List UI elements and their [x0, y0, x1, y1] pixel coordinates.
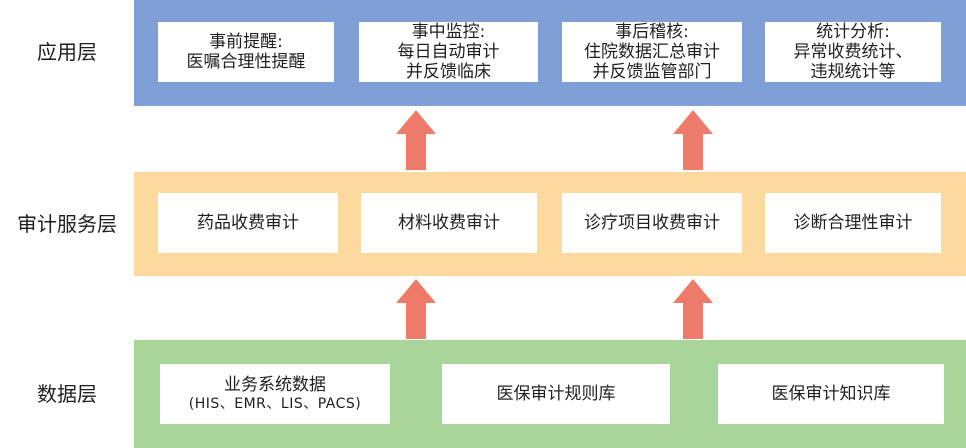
audit-box-label: 材料收费审计: [398, 213, 500, 233]
data-box-knowledge-library: 医保审计知识库: [718, 364, 944, 424]
app-box-title: 事中监控:: [411, 22, 486, 42]
app-box-text: 医嘱合理性提醒: [186, 52, 306, 72]
app-box-title: 统计分析:: [816, 22, 890, 42]
app-box-text: 异常收费统计、: [793, 42, 913, 62]
app-box-title: 事前提醒:: [209, 32, 283, 52]
app-box-pre-reminder: 事前提醒: 医嘱合理性提醒: [158, 22, 334, 82]
audit-box-label: 药品收费审计: [197, 213, 299, 233]
app-box-text: 并反馈监管部门: [592, 62, 712, 82]
audit-box-drug-charge: 药品收费审计: [158, 193, 338, 253]
app-box-title: 事后稽核:: [615, 22, 689, 42]
data-box-rule-library: 医保审计规则库: [442, 364, 670, 424]
audit-box-material-charge: 材料收费审计: [361, 193, 537, 253]
data-layer-label: 数据层: [37, 382, 97, 406]
data-box-subtitle: (HIS、EMR、LIS、PACS): [188, 396, 362, 412]
app-box-in-process-monitor: 事中监控: 每日自动审计 并反馈临床: [359, 22, 538, 82]
audit-box-treatment-charge: 诊疗项目收费审计: [562, 193, 742, 253]
up-arrow-icon: [673, 110, 713, 170]
data-box-title: 医保审计知识库: [771, 384, 891, 404]
audit-box-label: 诊断合理性审计: [793, 213, 913, 233]
app-layer-label: 应用层: [37, 40, 97, 64]
up-arrow-icon: [673, 279, 713, 339]
up-arrow-icon: [396, 110, 436, 170]
audit-box-label: 诊疗项目收费审计: [584, 213, 720, 233]
app-box-text: 并反馈临床: [406, 62, 491, 82]
data-box-title: 业务系统数据: [224, 375, 326, 395]
data-box-business-systems: 业务系统数据 (HIS、EMR、LIS、PACS): [160, 364, 390, 424]
app-box-statistics: 统计分析: 异常收费统计、 违规统计等: [765, 22, 941, 82]
app-box-text: 住院数据汇总审计: [584, 42, 720, 62]
app-box-text: 每日自动审计: [397, 42, 500, 62]
audit-layer-label: 审计服务层: [17, 212, 117, 236]
up-arrow-icon: [396, 279, 436, 339]
app-box-post-audit: 事后稽核: 住院数据汇总审计 并反馈监管部门: [562, 22, 742, 82]
audit-box-diagnosis: 诊断合理性审计: [765, 193, 941, 253]
data-box-title: 医保审计规则库: [496, 384, 616, 404]
app-box-text: 违规统计等: [810, 62, 896, 82]
